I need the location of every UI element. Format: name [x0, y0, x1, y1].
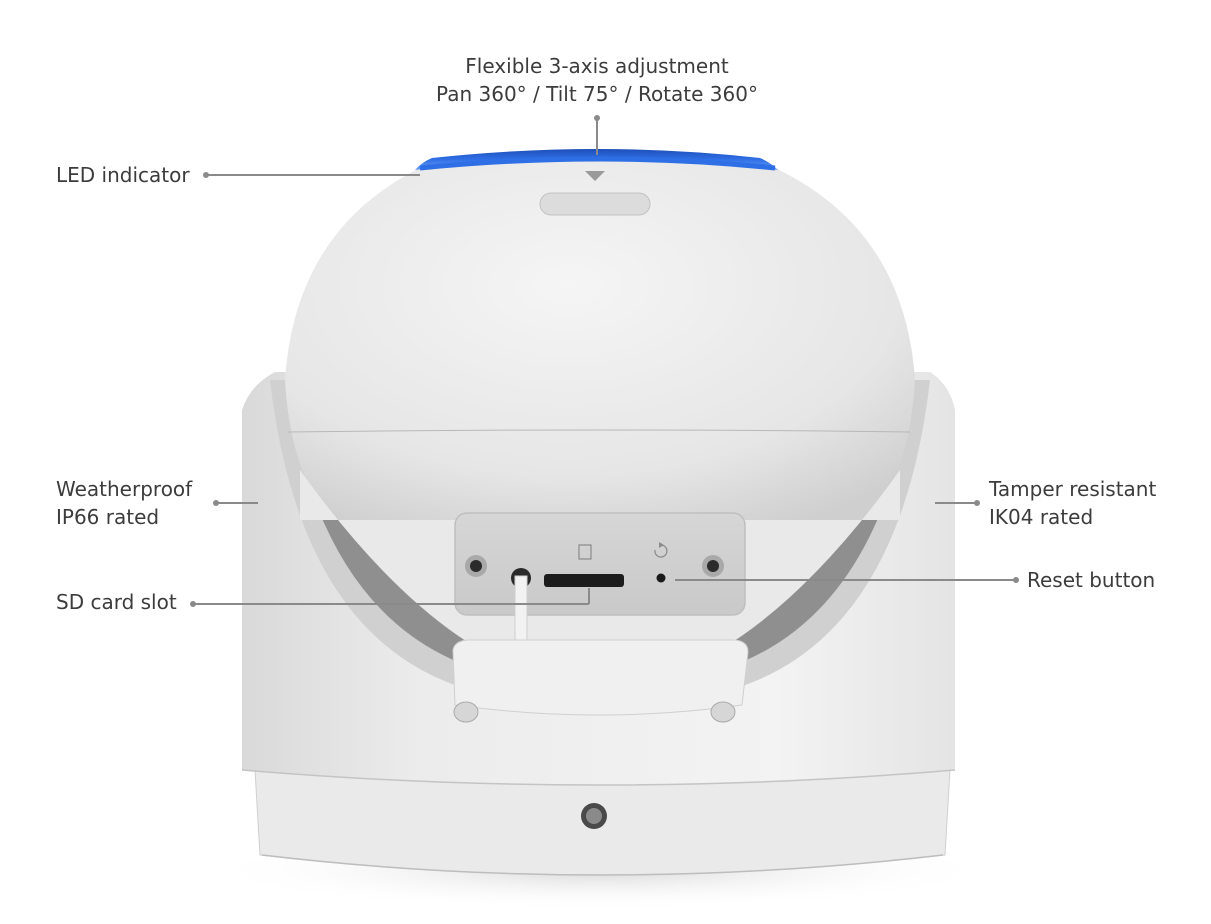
callout-weatherproof: Weatherproof IP66 rated — [56, 475, 192, 531]
callout-weatherproof-rating: IP66 rated — [56, 505, 160, 529]
reset-rotate-icon — [654, 542, 668, 558]
bracket-screw-right-icon — [710, 701, 736, 723]
callout-adjustment-detail: Pan 360° / Tilt 75° / Rotate 360° — [436, 82, 758, 106]
callout-adjustment: Flexible 3-axis adjustment Pan 360° / Ti… — [397, 52, 797, 108]
reset-button-hole — [656, 573, 666, 583]
callout-led-indicator: LED indicator — [56, 161, 190, 189]
top-grip-slot — [539, 192, 651, 216]
callout-tamper-rating: IK04 rated — [989, 505, 1094, 529]
dome-seam — [287, 429, 911, 433]
callout-tamper-title: Tamper resistant — [989, 477, 1157, 501]
sd-card-icon — [578, 544, 592, 560]
cable-cover-bracket — [452, 639, 749, 716]
camera-dome — [285, 159, 915, 520]
alignment-triangle-icon — [585, 171, 605, 181]
callout-reset-button: Reset button — [1027, 566, 1155, 594]
callout-adjustment-title: Flexible 3-axis adjustment — [465, 54, 729, 78]
callout-led-text: LED indicator — [56, 163, 190, 187]
callout-tamper-resistant: Tamper resistant IK04 rated — [989, 475, 1156, 531]
leader-lines — [190, 115, 1019, 607]
callout-weatherproof-title: Weatherproof — [56, 477, 193, 501]
callout-sd-card-slot: SD card slot — [56, 588, 177, 616]
bracket-screw-left-icon — [453, 701, 479, 723]
led-ring — [415, 149, 778, 170]
sd-card-slot — [544, 574, 624, 587]
callout-sd-text: SD card slot — [56, 590, 177, 614]
callout-reset-text: Reset button — [1027, 568, 1156, 592]
port-panel — [454, 512, 746, 616]
